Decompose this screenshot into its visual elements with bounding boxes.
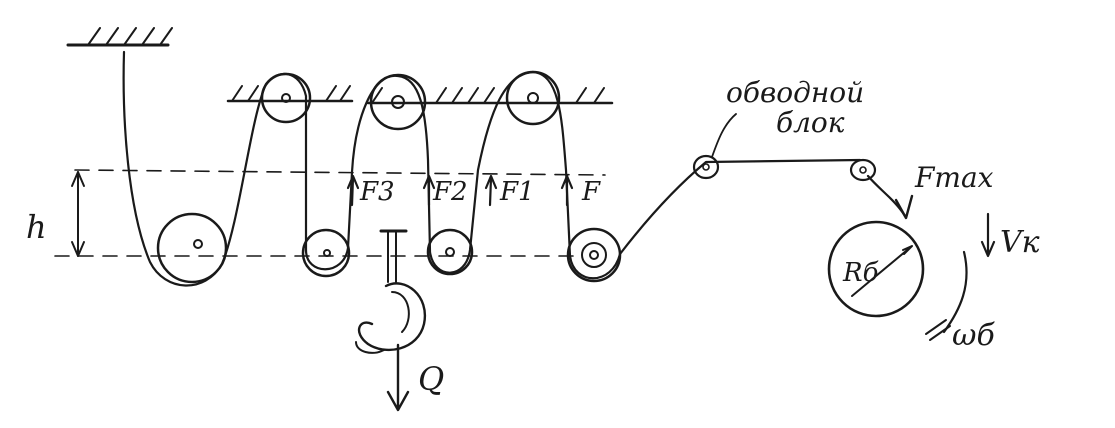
label-f: F — [581, 177, 601, 207]
velocity-arrow — [980, 212, 996, 258]
deflector-pulley-1 — [692, 154, 720, 180]
rotation-ticks — [925, 319, 951, 341]
rope — [122, 50, 862, 287]
height-label: h — [26, 208, 47, 246]
bottom-pulley-3 — [426, 228, 474, 276]
fmax-arrowhead — [894, 194, 914, 220]
ceiling-anchor-support — [66, 27, 173, 47]
arrow-f2 — [422, 174, 436, 207]
deflector-leader — [711, 113, 737, 158]
label-f2: F2 — [432, 177, 468, 207]
bottom-pulley-4 — [566, 227, 622, 283]
bottom-pulley-1 — [156, 212, 228, 284]
label-f1: F1 — [499, 177, 535, 207]
label-deflector-line2: блок — [776, 106, 845, 139]
bottom-pulley-2 — [301, 228, 351, 278]
upper-dashed-line — [74, 169, 606, 176]
label-f3: F3 — [359, 177, 395, 207]
label-q: Q — [418, 360, 444, 398]
load-arrow — [386, 343, 410, 412]
label-vk: Vк — [1000, 225, 1040, 260]
deflector-pulley-2 — [849, 158, 877, 182]
drum — [827, 220, 925, 318]
arrow-f3 — [346, 174, 360, 207]
label-fmax: Fmax — [914, 161, 994, 194]
label-omega: ωб — [952, 318, 995, 353]
rope-drop — [866, 174, 907, 218]
rail-support-2 — [366, 87, 614, 105]
label-deflector-line1: обводной — [726, 76, 864, 109]
arrow-f1 — [484, 174, 498, 207]
hook-assembly — [355, 229, 427, 354]
rotation-arc — [942, 250, 968, 334]
arrow-f — [560, 174, 574, 207]
height-dimension — [71, 171, 85, 257]
label-rb: Rб — [842, 258, 879, 288]
